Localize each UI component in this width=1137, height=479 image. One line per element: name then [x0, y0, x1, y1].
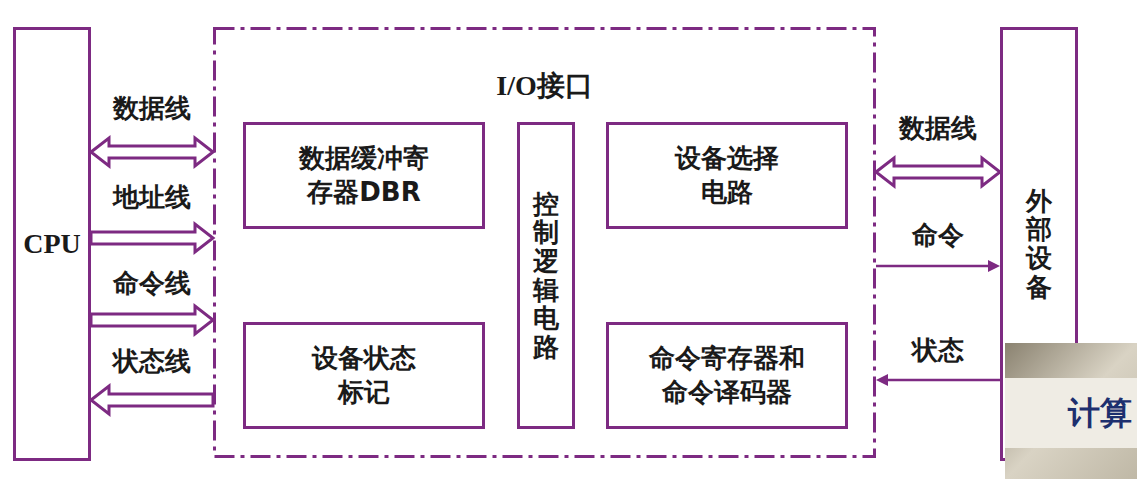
watermark-text: 计算: [1068, 392, 1132, 436]
bus-arrow: [91, 224, 213, 252]
line-label: 状态线: [110, 344, 194, 379]
cpu-block: CPU: [13, 27, 91, 461]
node-label: 外部设备: [1026, 187, 1052, 301]
hollow-arrow: [91, 306, 213, 334]
device-block: 外部设备: [1000, 27, 1078, 461]
bus-arrow: [91, 306, 213, 334]
line-label: 状态: [909, 333, 967, 368]
line-label: 数据线: [110, 91, 194, 126]
line-label: 命令: [909, 218, 967, 253]
hollow-arrow: [91, 138, 213, 166]
logic-box: 控制逻辑电路: [517, 122, 575, 429]
node-label: 设备选择电路: [669, 142, 786, 210]
arrow-shaft: [888, 379, 1000, 382]
signal-arrow: [876, 374, 1000, 386]
region-title: I/O接口: [213, 67, 876, 105]
node-label: 设备状态标记: [306, 342, 423, 410]
arrow-shaft: [876, 265, 988, 268]
signal-arrow: [876, 260, 1000, 272]
hollow-arrow: [91, 224, 213, 252]
node-label: 命令寄存器和命令译码器: [645, 342, 809, 410]
line-label: 地址线: [110, 180, 194, 215]
node-label: 控制逻辑电路: [533, 190, 559, 362]
bus-arrow: [91, 386, 213, 414]
circuit-box: 设备选择电路: [606, 122, 848, 229]
register-box: 数据缓冲寄存器DBR: [243, 122, 485, 229]
hollow-arrow: [91, 386, 213, 414]
node-label: 数据缓冲寄存器DBR: [296, 142, 431, 210]
io-interface-region: 数据缓冲寄存器DBR 控制逻辑电路 设备选择电路设备状态标记 命令寄存器和命令译码器 I…: [213, 27, 876, 458]
bus-arrow: [91, 138, 213, 166]
line-label: 数据线: [896, 111, 980, 146]
bus-arrow: [876, 158, 1000, 186]
line-label: 命令线: [110, 266, 194, 301]
node-label: CPU: [23, 228, 81, 260]
arrow-head: [876, 374, 888, 386]
hollow-arrow: [876, 158, 1000, 186]
arrow-head: [988, 260, 1000, 272]
status-box: 设备状态标记: [243, 322, 485, 429]
decoder-box: 命令寄存器和命令译码器: [606, 322, 848, 429]
